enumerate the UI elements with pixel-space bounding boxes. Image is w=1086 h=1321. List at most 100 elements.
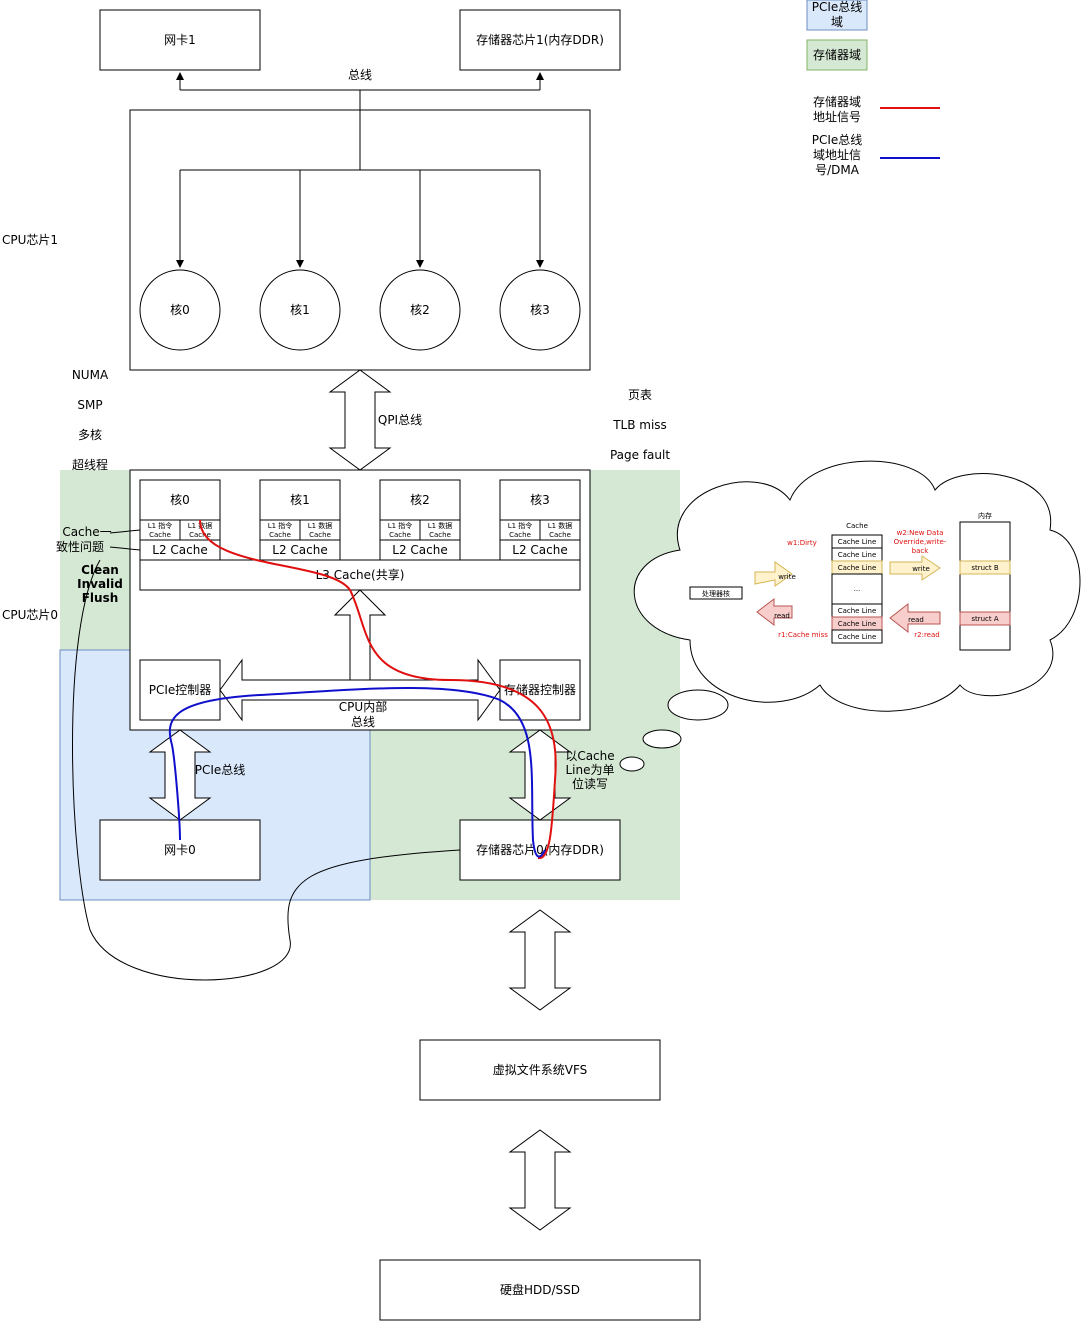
pcie-bus-label: PCIe总线 (195, 763, 246, 777)
cloud-cache-title: Cache (846, 522, 868, 530)
term-page-fault: Page fault (610, 448, 670, 462)
l1-data-label2-2: Cache (429, 531, 451, 539)
l3-cache-box (139, 559, 581, 591)
legend-storage-signal-l2: 地址信号 (813, 110, 861, 124)
qpi-label: QPI总线 (378, 413, 422, 427)
l1-data-cache-1 (299, 519, 341, 541)
vfs-label: 虚拟文件系统VFS (493, 1062, 588, 1077)
cache-line-note-l2: Line为单 (565, 763, 614, 777)
term-page-table: 页表 (628, 388, 652, 402)
cpu1-memory-box (459, 9, 621, 71)
cpu0-core-label-2: 核2 (410, 493, 430, 507)
cpu1-core-label-1: 核1 (290, 303, 310, 317)
pcie-controller-label: PCIe控制器 (149, 683, 212, 697)
struct-a-label: struct A (971, 615, 999, 623)
coherence-label-l2: 致性问题 (56, 540, 104, 554)
cloud-cache-line-label-4: Cache Line (838, 607, 877, 615)
thought-bubble-small (619, 756, 645, 772)
cloud-cache-line-label-2: Cache Line (838, 564, 877, 572)
legend-pcie-signal-l1: PCIe总线 (812, 133, 863, 147)
w2-note-l3: back (912, 547, 930, 555)
term-tlb-miss: TLB miss (612, 418, 667, 432)
processor-core-label: 处理器核 (702, 589, 730, 598)
l2-cache-label-2: L2 Cache (392, 543, 447, 557)
coherence-op-flush: Flush (82, 591, 119, 605)
r1-note: r1:Cache miss (778, 631, 828, 639)
cpu1-label: CPU芯片1 (2, 233, 58, 247)
legend-storage-swatch (806, 39, 868, 71)
storage-signal-path (199, 519, 557, 860)
term-smp: SMP (77, 398, 102, 412)
pcie-signal-path (168, 687, 546, 858)
coherence-label-l1: Cache一 (62, 525, 111, 539)
legend-storage-domain: 存储器域 (813, 47, 861, 62)
l2-cache-label-1: L2 Cache (272, 543, 327, 557)
cpu1-core-label-2: 核2 (410, 303, 430, 317)
disk-double-arrow (508, 1129, 572, 1231)
coherence-op-clean: Clean (81, 563, 119, 577)
coherence-op-invalid: Invalid (77, 577, 123, 591)
l3-cache-label: L3 Cache(共享) (316, 567, 405, 582)
cpu1-core-1 (259, 269, 341, 351)
cpu1-core-label-0: 核0 (170, 303, 190, 317)
r2-note: r2:read (914, 631, 939, 639)
cloud-cache-line-6 (831, 629, 883, 644)
cloud-cache-line-label-0: Cache Line (838, 538, 877, 546)
cpu1-core-3 (499, 269, 581, 351)
cpu0-label: CPU芯片0 (2, 608, 58, 622)
l2-cache-label-0: L2 Cache (152, 543, 207, 557)
processor-core-box (689, 586, 743, 600)
r2-read-label: read (908, 616, 924, 624)
memory-controller-label: 存储器控制器 (504, 682, 576, 697)
cloud-cache-line-3 (831, 573, 883, 605)
legend-pcie-domain-l2: 域 (831, 15, 843, 29)
l1-instr-label2-1: Cache (269, 531, 291, 539)
r2-read-arrow (889, 602, 941, 634)
cpu0-memory-label: 存储器芯片0(内存DDR) (476, 842, 604, 857)
w2-write-label: write (912, 565, 930, 573)
l1-instr-label-3: L1 指令 (508, 521, 533, 530)
vfs-double-arrow (508, 909, 572, 1011)
cpu1-memory-label: 存储器芯片1(内存DDR) (476, 32, 604, 47)
legend-pcie-domain-l1: PCIe总线 (812, 0, 863, 14)
cache-line-note-l3: 位读写 (572, 776, 608, 791)
coherence-pointer-1 (109, 529, 141, 534)
legend-pcie-swatch (806, 0, 868, 31)
w2-note-l1: w2:New Data (897, 529, 944, 537)
internal-bus-label-l2: 总线 (351, 715, 375, 729)
thought-bubble-medium (642, 729, 682, 749)
r1-read-arrow (756, 597, 793, 627)
coherence-pointer-2 (109, 546, 141, 551)
cpu0-core-label-3: 核3 (530, 493, 550, 507)
cloud-cache-line-label-1: Cache Line (838, 551, 877, 559)
term-multicore: 多核 (78, 428, 102, 442)
cloud-cache-line-label-3: ... (854, 585, 861, 593)
cpu1-core-0 (139, 269, 221, 351)
cpu0-core-label-1: 核1 (290, 493, 310, 507)
cache-line-note-l1: 以Cache (565, 749, 614, 763)
disk-box (379, 1259, 701, 1321)
struct-a-cell (959, 611, 1011, 626)
legend-pcie-signal-l2: 域地址信 (813, 148, 861, 162)
thought-bubble-large (667, 689, 729, 721)
term-hyperthreading: 超线程 (72, 457, 108, 472)
w1-note: w1:Dirty (787, 539, 817, 547)
cloud-memory-title: 内存 (978, 511, 992, 520)
l1-data-label-3: L1 数据 (548, 521, 573, 530)
w2-write-arrow (889, 555, 941, 581)
struct-b-label: struct B (971, 564, 999, 572)
legend-pcie-signal-l3: 号/DMA (815, 163, 860, 177)
l1-data-label2-1: Cache (309, 531, 331, 539)
coherence-curve (72, 559, 461, 981)
pcie-controller-box (139, 659, 221, 721)
cloud-cache-line-label-6: Cache Line (838, 633, 877, 641)
l1-data-label2-0: Cache (189, 531, 211, 539)
internal-bus-label-l1: CPU内部 (339, 699, 387, 714)
w1-write-label: write (778, 573, 796, 581)
cpu1-core-2 (379, 269, 461, 351)
l1-instr-label-1: L1 指令 (268, 521, 293, 530)
l2-cache-label-3: L2 Cache (512, 543, 567, 557)
l1-data-label-1: L1 数据 (308, 521, 333, 530)
l1-instr-label2-2: Cache (389, 531, 411, 539)
